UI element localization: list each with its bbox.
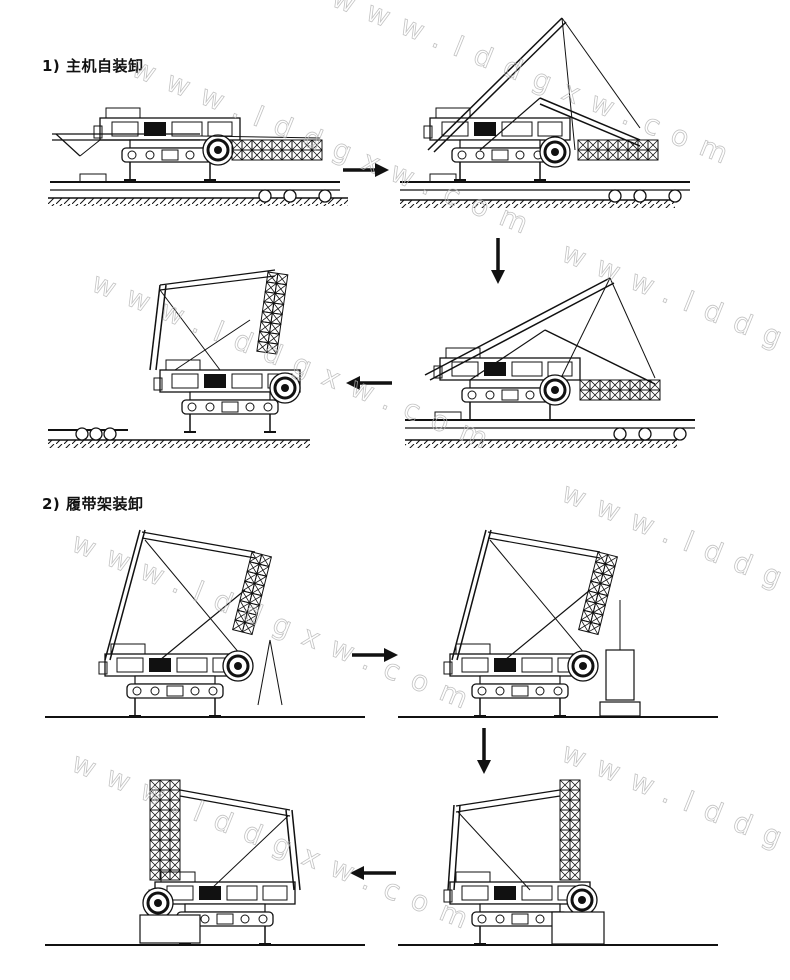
arrow-down-2 bbox=[475, 726, 493, 776]
panel-2a-crawler-lifting bbox=[45, 529, 365, 718]
section-title-crawler-frame: 2) 履带架装卸 bbox=[42, 495, 144, 513]
panel-1a-crane-lowered bbox=[48, 107, 348, 206]
section-title-main-unit: 1) 主机自装卸 bbox=[42, 57, 144, 75]
panel-1c-lifting bbox=[404, 277, 696, 448]
panel-2b-crawler-set-down bbox=[398, 529, 718, 718]
panel-2c-crawler-mounted bbox=[398, 779, 718, 946]
panel-1d-crane-on-ground bbox=[48, 269, 310, 448]
panel-2d-other-crawler bbox=[45, 779, 365, 946]
watermark-text: www.lddgxw.com bbox=[67, 746, 485, 941]
watermark-text: www.lddgxw.com bbox=[557, 236, 790, 431]
panel-1b-mast-raising bbox=[399, 17, 691, 208]
arrow-down-1 bbox=[489, 236, 507, 286]
